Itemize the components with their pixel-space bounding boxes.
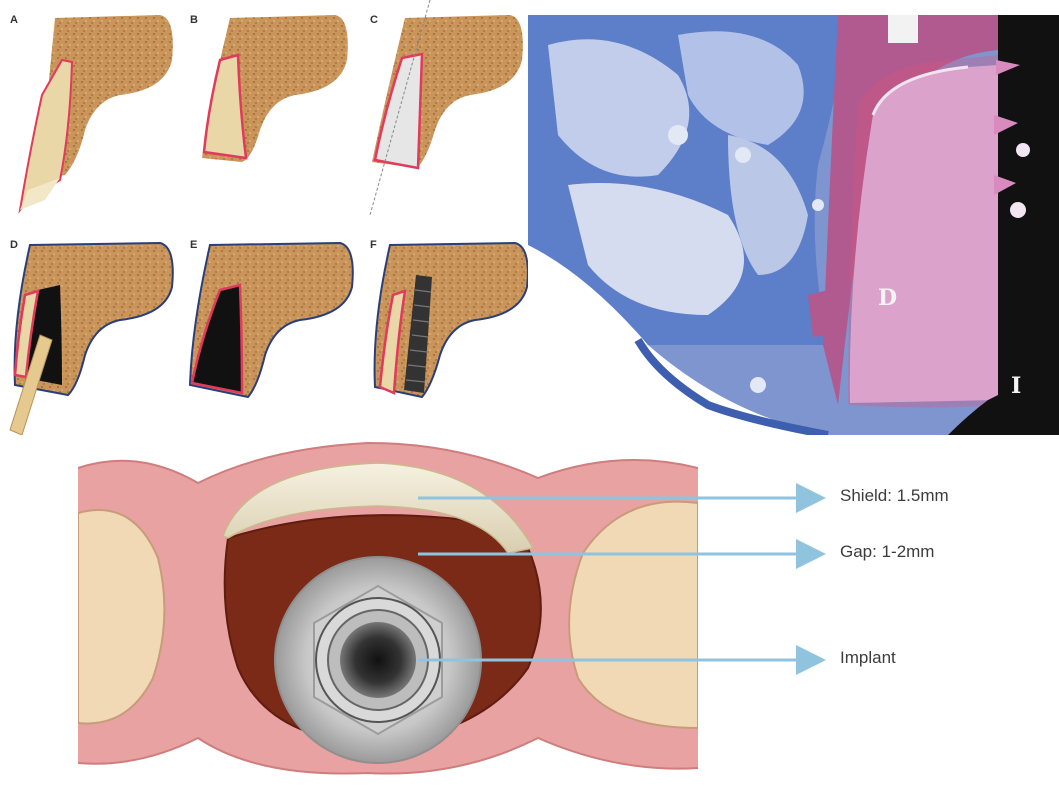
- histology-drawing: [528, 15, 1059, 435]
- panel-f-drawing: [360, 225, 530, 435]
- panel-c: C: [360, 0, 530, 215]
- implant-top-view: [275, 557, 481, 763]
- panel-c-drawing: [360, 0, 530, 215]
- panel-e: E: [180, 225, 355, 435]
- callout-shield: Shield: 1.5mm: [840, 486, 949, 506]
- panel-b-drawing: [180, 0, 355, 215]
- cross-section-figure: Shield: 1.5mm Gap: 1-2mm Implant: [78, 438, 978, 788]
- panel-d: D: [0, 225, 175, 435]
- callout-gap: Gap: 1-2mm: [840, 542, 934, 562]
- shield-fragment: [204, 55, 246, 158]
- panel-b: B: [180, 0, 355, 215]
- histology-image: D I: [528, 15, 1059, 435]
- implant-label: I: [1011, 373, 1021, 399]
- panel-d-drawing: [0, 225, 175, 435]
- sectioned-root: [375, 54, 422, 168]
- dentin-label: D: [878, 285, 897, 311]
- panel-e-drawing: [180, 225, 355, 435]
- panel-a: A: [0, 0, 175, 215]
- panel-a-drawing: [0, 0, 175, 215]
- cross-section-drawing: [78, 438, 698, 778]
- callout-implant: Implant: [840, 648, 896, 668]
- panel-f: F: [360, 225, 530, 435]
- socket-shield-steps-figure: A B C D E: [0, 0, 530, 435]
